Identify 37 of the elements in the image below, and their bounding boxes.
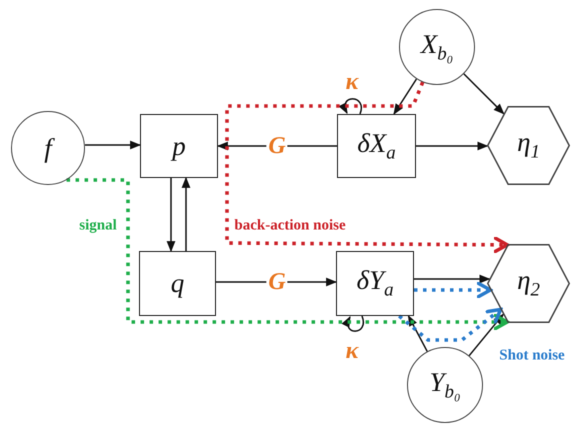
node-label: q bbox=[170, 268, 184, 299]
self-loop-arrow bbox=[342, 316, 364, 332]
node-label: η$_{2}$ bbox=[517, 265, 540, 302]
edge-label: back-action noise bbox=[233, 218, 347, 234]
arrow bbox=[182, 176, 190, 251]
arrow bbox=[216, 278, 338, 286]
arrow bbox=[408, 315, 428, 352]
process-box bbox=[336, 251, 414, 316]
arrow bbox=[463, 73, 504, 114]
circle-node bbox=[399, 9, 475, 85]
self-loop-arrow bbox=[339, 98, 362, 114]
circle-node bbox=[11, 111, 85, 185]
arrow bbox=[416, 142, 488, 150]
node-label: δX$_{a}$ bbox=[357, 128, 396, 164]
output-hexagon bbox=[487, 244, 570, 323]
node-label: p bbox=[172, 130, 186, 162]
dashed-arrow bbox=[66, 178, 509, 330]
process-box bbox=[337, 114, 416, 178]
node-label: Y$_{b₀}$ bbox=[429, 366, 461, 404]
process-box bbox=[140, 114, 218, 178]
edge-label: signal bbox=[78, 218, 118, 234]
edge-label: Shot noise bbox=[498, 348, 566, 364]
arrow bbox=[166, 178, 176, 252]
node-label: X$_{b₀}$ bbox=[420, 28, 454, 66]
node-label: δY$_{a}$ bbox=[356, 265, 394, 302]
arrow bbox=[468, 313, 504, 356]
process-box bbox=[139, 251, 216, 316]
arrow bbox=[216, 142, 337, 150]
arrow bbox=[414, 274, 490, 284]
circle-node bbox=[407, 347, 483, 423]
arrow bbox=[84, 140, 142, 150]
arrow bbox=[393, 78, 418, 115]
dashed-arrow bbox=[414, 282, 492, 298]
dashed-arrow bbox=[398, 308, 502, 342]
output-hexagon bbox=[487, 106, 570, 185]
dashed-arrow bbox=[225, 82, 510, 254]
node-label: η$_{1}$ bbox=[517, 127, 540, 164]
